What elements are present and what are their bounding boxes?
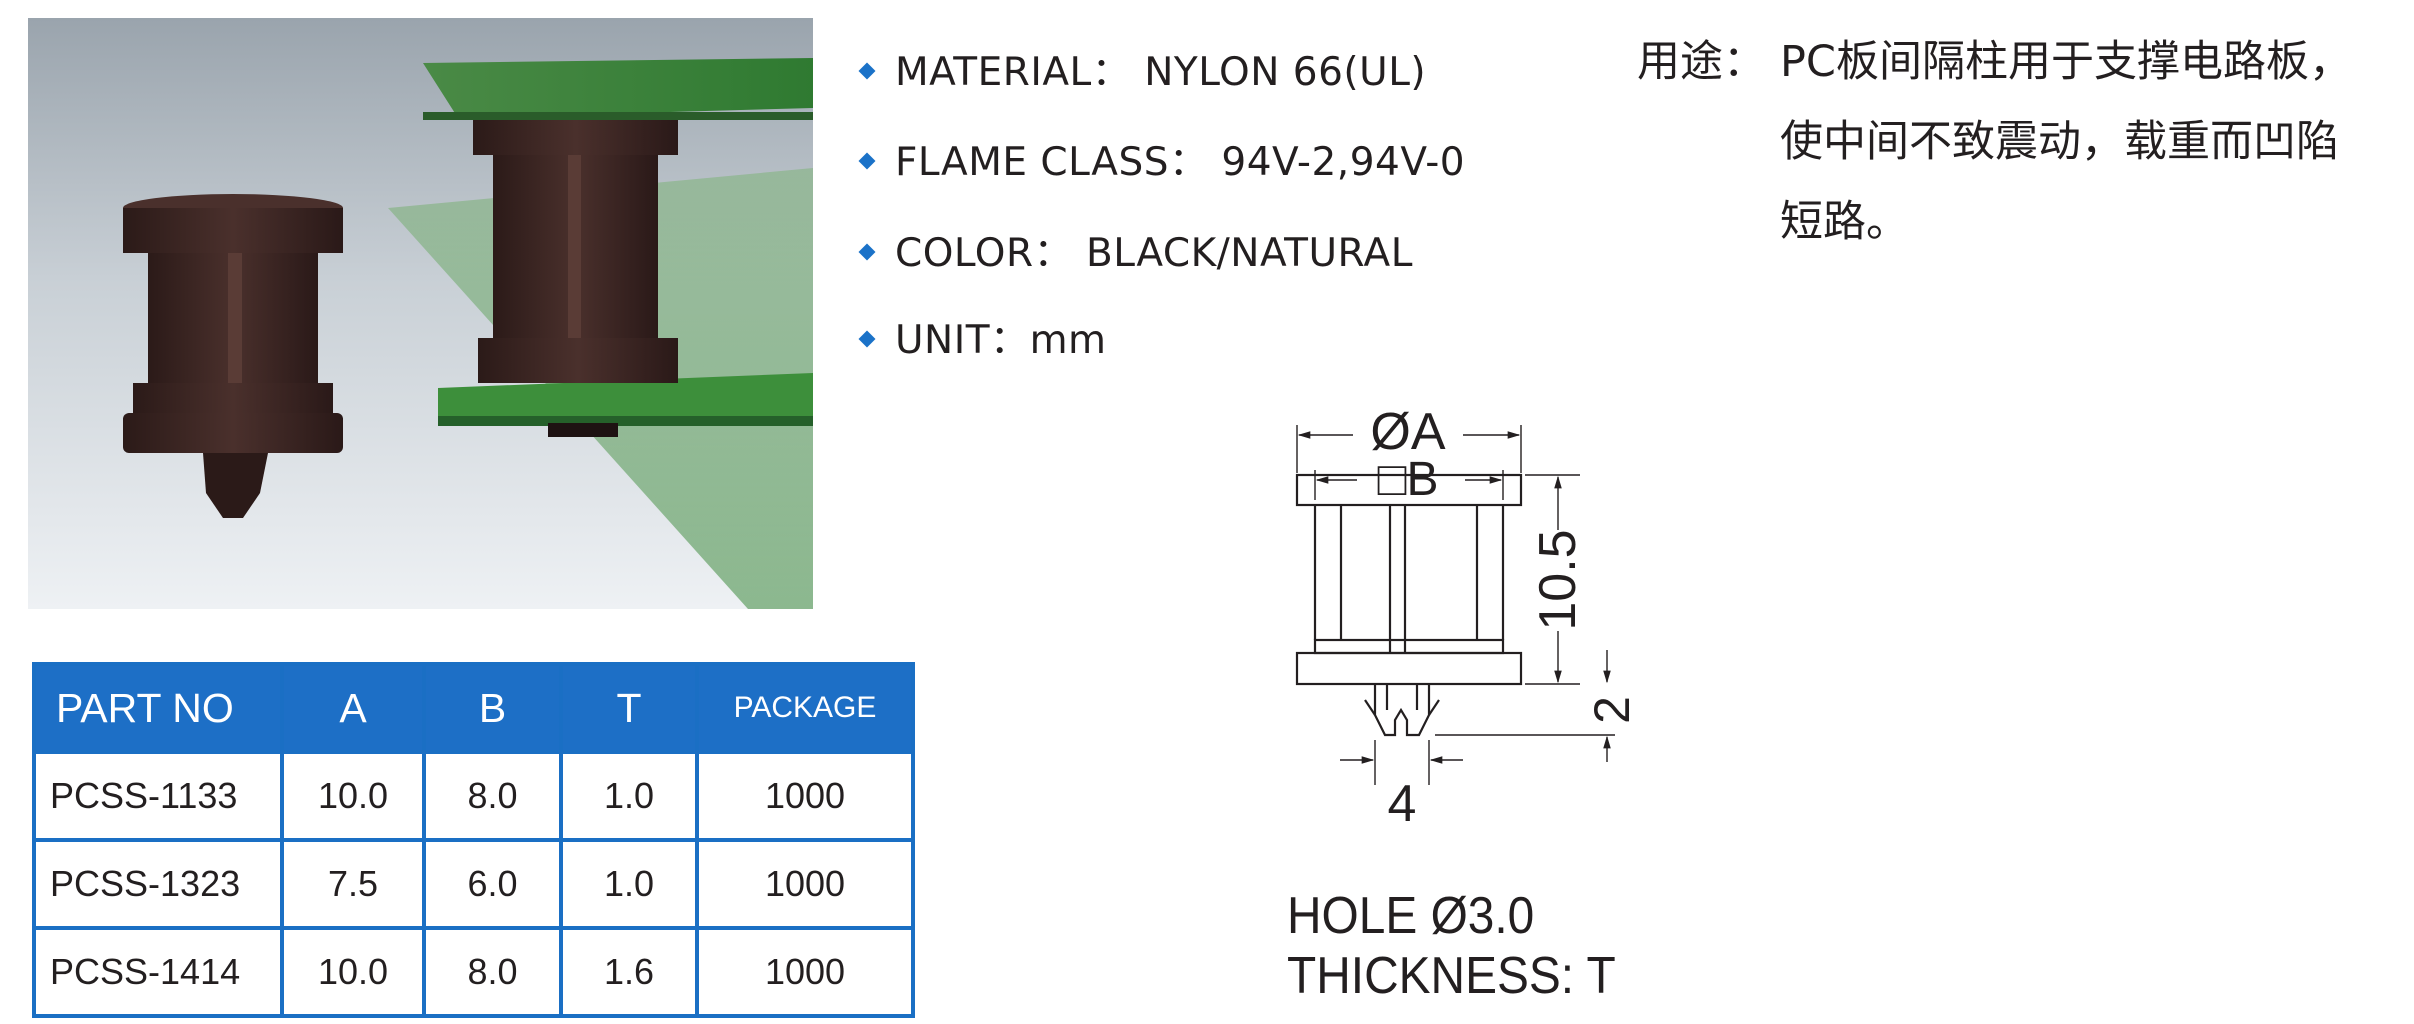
cell-part-no: PCSS-1323 (32, 838, 284, 930)
cell-b: 8.0 (422, 750, 563, 842)
cell-a: 10.0 (280, 750, 426, 842)
spec-unit: UNIT：mm (858, 309, 1107, 365)
table-row: PCSS-1323 7.5 6.0 1.0 1000 (32, 838, 915, 930)
cell-a: 7.5 (280, 838, 426, 930)
header-package: PACKAGE (695, 662, 915, 754)
usage-line: 短路。 (1780, 197, 1909, 247)
cell-part-no: PCSS-1414 (32, 926, 284, 1018)
cell-package: 1000 (695, 750, 915, 842)
spec-color: COLOR： BLACK/NATURAL (858, 222, 1413, 278)
spec-value: mm (1029, 318, 1107, 363)
dim-clip-height-label: 2 (1584, 696, 1640, 724)
header-a: A (280, 662, 426, 754)
spec-flame-class: FLAME CLASS： 94V-2,94V-0 (858, 131, 1465, 187)
usage-label: 用途： (1637, 37, 1766, 87)
cell-package: 1000 (695, 926, 915, 1018)
cell-a: 10.0 (280, 926, 426, 1018)
diamond-bullet-icon (858, 243, 876, 261)
dim-height-label: 10.5 (1529, 529, 1587, 630)
cell-b: 6.0 (422, 838, 563, 930)
spec-separator: ： (990, 318, 1030, 363)
diamond-bullet-icon (858, 152, 876, 170)
spec-label: UNIT (895, 318, 991, 363)
spec-separator: ： (1168, 140, 1209, 185)
dim-a-label: ØA (1370, 403, 1445, 461)
product-photo (28, 18, 813, 609)
spec-label: COLOR (895, 231, 1034, 276)
spec-label: MATERIAL (895, 50, 1092, 95)
spec-value: BLACK/NATURAL (1085, 231, 1413, 276)
hole-note: HOLE Ø3.0 (1287, 887, 1535, 945)
header-b: B (422, 662, 563, 754)
cell-t: 1.0 (559, 838, 699, 930)
diamond-bullet-icon (858, 62, 876, 80)
spec-separator: ： (1091, 50, 1132, 95)
cell-b: 8.0 (422, 926, 563, 1018)
table-row: PCSS-1414 10.0 8.0 1.6 1000 (32, 926, 915, 1018)
spec-value: NYLON 66(UL) (1144, 50, 1427, 95)
technical-drawing: ØA □B 10.5 2 4 (1295, 403, 1640, 833)
cell-t: 1.0 (559, 750, 699, 842)
header-t: T (559, 662, 699, 754)
cell-package: 1000 (695, 838, 915, 930)
dim-clip-width-label: 4 (1388, 775, 1417, 833)
thickness-note: THICKNESS: T (1287, 947, 1616, 1005)
cell-part-no: PCSS-1133 (32, 750, 284, 842)
header-part-no: PART NO (32, 662, 284, 754)
spec-material: MATERIAL： NYLON 66(UL) (858, 41, 1426, 97)
part-spec-table: PART NO A B T PACKAGE PCSS-1133 10.0 8.0… (32, 662, 915, 1018)
usage-line: 使中间不致震动，载重而凹陷 (1780, 117, 2339, 167)
spec-separator: ： (1033, 231, 1074, 276)
usage-line: PC板间隔柱用于支撑电路板， (1780, 37, 2352, 87)
table-row: PCSS-1133 10.0 8.0 1.0 1000 (32, 750, 915, 842)
spec-label: FLAME CLASS (895, 140, 1169, 185)
dim-b-label: □B (1377, 453, 1438, 506)
spec-value: 94V-2,94V-0 (1221, 140, 1466, 185)
table-header-row: PART NO A B T PACKAGE (32, 662, 915, 754)
cell-t: 1.6 (559, 926, 699, 1018)
diamond-bullet-icon (858, 330, 876, 348)
